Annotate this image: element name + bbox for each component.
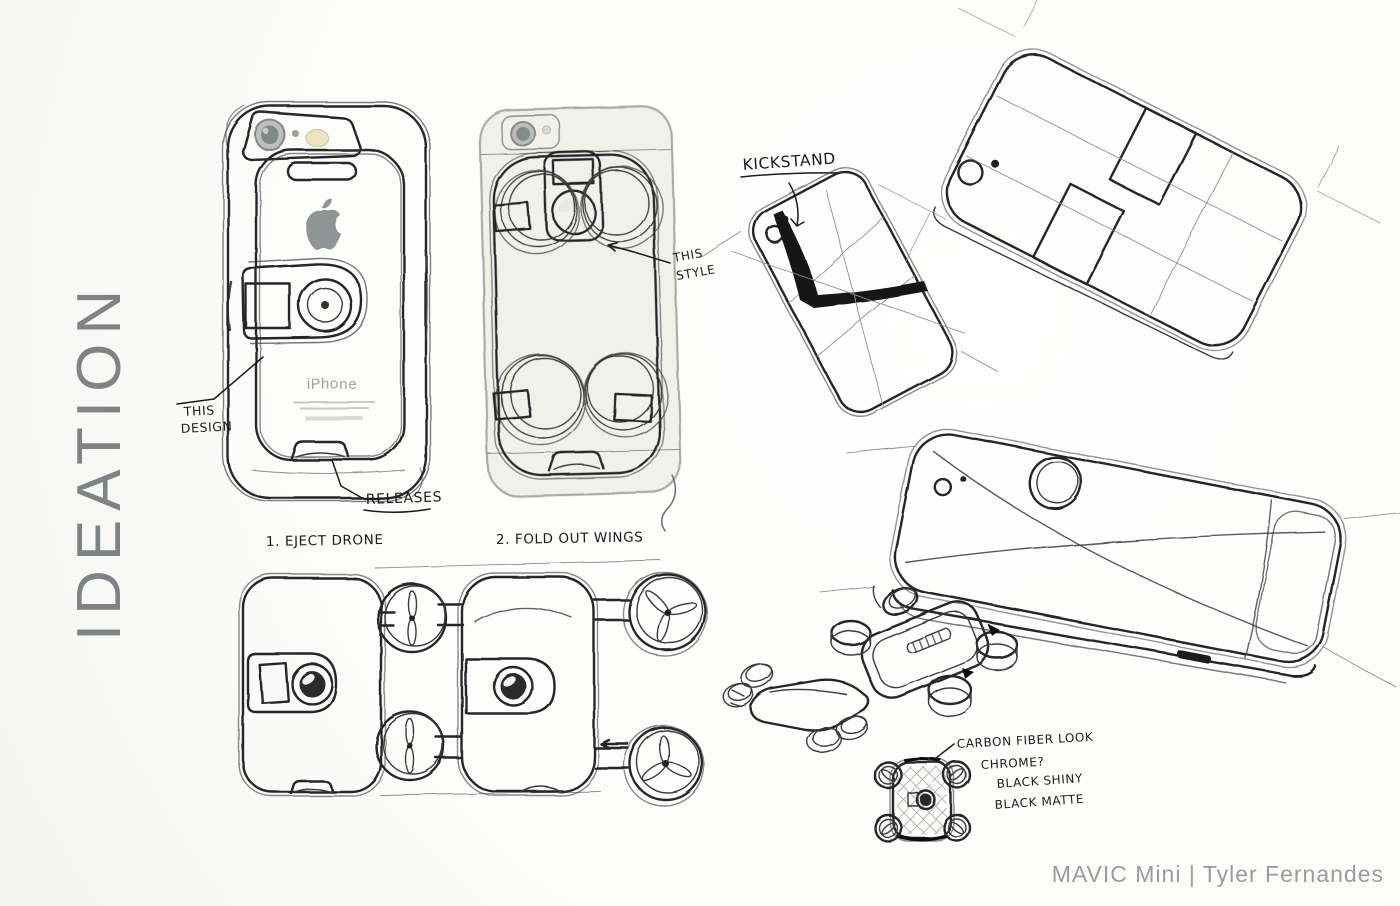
grille-hatch	[552, 158, 596, 186]
releases-pointer	[331, 459, 363, 499]
annotation-step-1: 1. EJECT DRONE	[266, 532, 384, 550]
vent-band-upper	[1108, 106, 1198, 206]
finish-pointer	[935, 743, 955, 759]
props-folded	[374, 582, 465, 782]
fold-arrow	[599, 738, 630, 750]
folded-prop-circles	[493, 166, 669, 446]
annotation-finish-2: CHROME?	[980, 755, 1044, 772]
annotation-finish-3: BLACK SHINY	[996, 771, 1083, 791]
camera	[915, 789, 937, 811]
phone-camera-lens	[254, 119, 286, 151]
case-top-opening	[286, 161, 358, 182]
annotation-kickstand: KICKSTAND	[742, 150, 836, 174]
annotation-this-design-1: THIS	[182, 402, 215, 419]
annotation-finish-1: CARBON FIBER LOOK	[956, 730, 1094, 751]
sketch-drone-top-carbon	[873, 757, 972, 843]
sketch-drone-flying-side	[722, 663, 870, 753]
fold-arrow	[962, 668, 974, 679]
kickstand-stroke	[773, 210, 928, 308]
sketch-kickstand-concept	[699, 166, 999, 418]
annotation-finish-4: BLACK MATTE	[994, 792, 1084, 812]
phone-fine-print	[293, 401, 375, 403]
annotation-this-style-1: THIS	[671, 246, 704, 265]
rotors	[830, 586, 1019, 717]
sketch-case-perspective-camera-hole	[819, 428, 1400, 689]
module-camera-ring	[297, 277, 353, 333]
phone-brand-label: iPhone	[307, 376, 357, 393]
sketch-case-perspective-closed	[878, 0, 1381, 360]
sketch-case-front-drone-view	[478, 105, 682, 533]
phone-flash	[305, 129, 329, 147]
annotation-releases: RELEASES	[366, 489, 443, 508]
rotors	[873, 760, 972, 843]
props-extended	[592, 571, 708, 807]
camera-hole	[1028, 455, 1083, 511]
page-title: IDEATION	[65, 280, 134, 642]
phone-mic-dot	[292, 130, 300, 138]
side-tabs	[492, 201, 653, 423]
credit-footer: MAVIC Mini | Tyler Fernandes	[1051, 861, 1384, 887]
annotation-this-design-2: DESIGN	[180, 418, 232, 436]
sketch-drone-eject-exploded	[238, 559, 708, 807]
apple-logo	[306, 199, 342, 250]
sketch-case-back-view: iPhone	[222, 101, 431, 502]
this-design-pointer	[176, 356, 264, 405]
annotations: KICKSTAND THIS DESIGN RELEASES 1. EJECT …	[176, 150, 1094, 812]
kickstand-arrow	[788, 182, 805, 227]
phone-flash	[542, 125, 552, 135]
this-style-pointer	[607, 242, 671, 264]
annotation-step-2: 2. FOLD OUT WINGS	[496, 529, 644, 548]
release-latch	[290, 440, 351, 460]
annotation-this-style-2: STYLE	[675, 262, 716, 283]
drone-module	[241, 257, 368, 344]
camera-hole	[956, 158, 984, 186]
module-grille-hatch	[244, 282, 292, 330]
sketch-drone-flying-rear	[830, 584, 1019, 717]
fold-arrow	[988, 624, 1000, 636]
vent-band-lower	[1032, 182, 1126, 286]
release-latch	[548, 450, 605, 473]
camera-frame	[543, 150, 604, 242]
rotors	[722, 663, 869, 753]
